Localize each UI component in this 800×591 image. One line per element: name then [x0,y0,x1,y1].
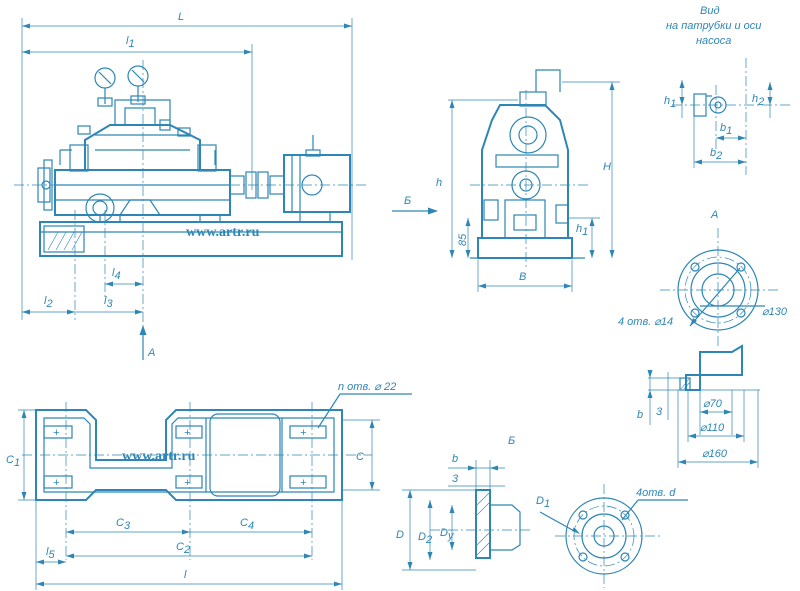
holes-callout-b: 4отв. d [636,487,676,499]
nozzle-view-title-1: Вид [700,5,720,17]
dim-b-view-b: b [452,453,458,465]
dim-h: h [436,177,442,189]
dim-C: C [356,451,364,463]
watermark-top: www.artr.ru [186,225,260,240]
dim-b2: b2 [710,147,722,162]
electric-motor [283,154,351,213]
watermark-bottom: www.artr.ru [122,449,196,464]
holes-callout-a: 4 отв. ⌀14 [618,316,673,328]
dim-C2: C2 [176,541,190,556]
dim-l3: l3 [104,295,113,310]
dim-D2: D2 [418,531,432,546]
dim-L: L [178,11,184,23]
dim-C3: C3 [116,517,131,532]
dim-h1-nozzle: h1 [664,95,676,110]
dim-D: D [396,529,404,541]
dim-l1: l1 [126,35,135,50]
svg-text:+: + [184,477,191,489]
view-b: Б b 3 D D2 Dy [396,435,688,588]
view-a: A 4 отв. ⌀14 ⌀130 b 3 [618,209,788,468]
dim-l2: l2 [44,295,53,310]
dim-Dy: Dy [440,527,455,542]
dim-b1: b1 [720,122,732,137]
nozzle-view: Вид на патрубки и оси насоса h1 h2 b1 b2 [664,5,790,175]
dim-d130: ⌀130 [762,306,788,318]
dim-H: H [603,161,611,173]
nozzle-view-title-3: насоса [696,35,731,47]
svg-text:+: + [53,477,60,489]
plan-view: + + + + + + n отв. ⌀ 22 C1 C C3 [6,381,412,590]
svg-text:+: + [300,427,307,439]
dim-h1: h1 [576,223,588,238]
view-b-title: Б [508,435,515,447]
dim-C4: C4 [240,517,254,532]
dim-D1: D1 [536,495,550,510]
dim-l4: l4 [112,267,121,282]
side-view: h 85 H h1 B Б [392,69,620,292]
svg-text:+: + [184,427,191,439]
dim-d160: ⌀160 [702,448,728,460]
dim-3-view-a: 3 [656,406,663,418]
dim-l5: l5 [46,546,55,561]
dim-B: B [519,271,526,283]
dim-h2: h2 [752,93,764,108]
dim-d110: ⌀110 [700,422,725,434]
front-view: L l1 [14,11,368,360]
svg-text:+: + [300,477,307,489]
holes-callout-plan: n отв. ⌀ 22 [338,381,396,393]
dim-l-plan: l [184,569,187,581]
dim-b-view-a: b [637,409,643,421]
dim-3-view-b: 3 [452,473,459,485]
view-arrow-b: Б [404,195,411,207]
dim-85: 85 [457,233,469,246]
view-a-title: A [710,209,718,221]
svg-text:+: + [53,427,60,439]
dim-C1: C1 [6,454,20,469]
view-arrow-a: A [147,347,155,359]
nozzle-view-title-2: на патрубки и оси [666,20,761,32]
dim-d70: ⌀70 [703,398,723,410]
